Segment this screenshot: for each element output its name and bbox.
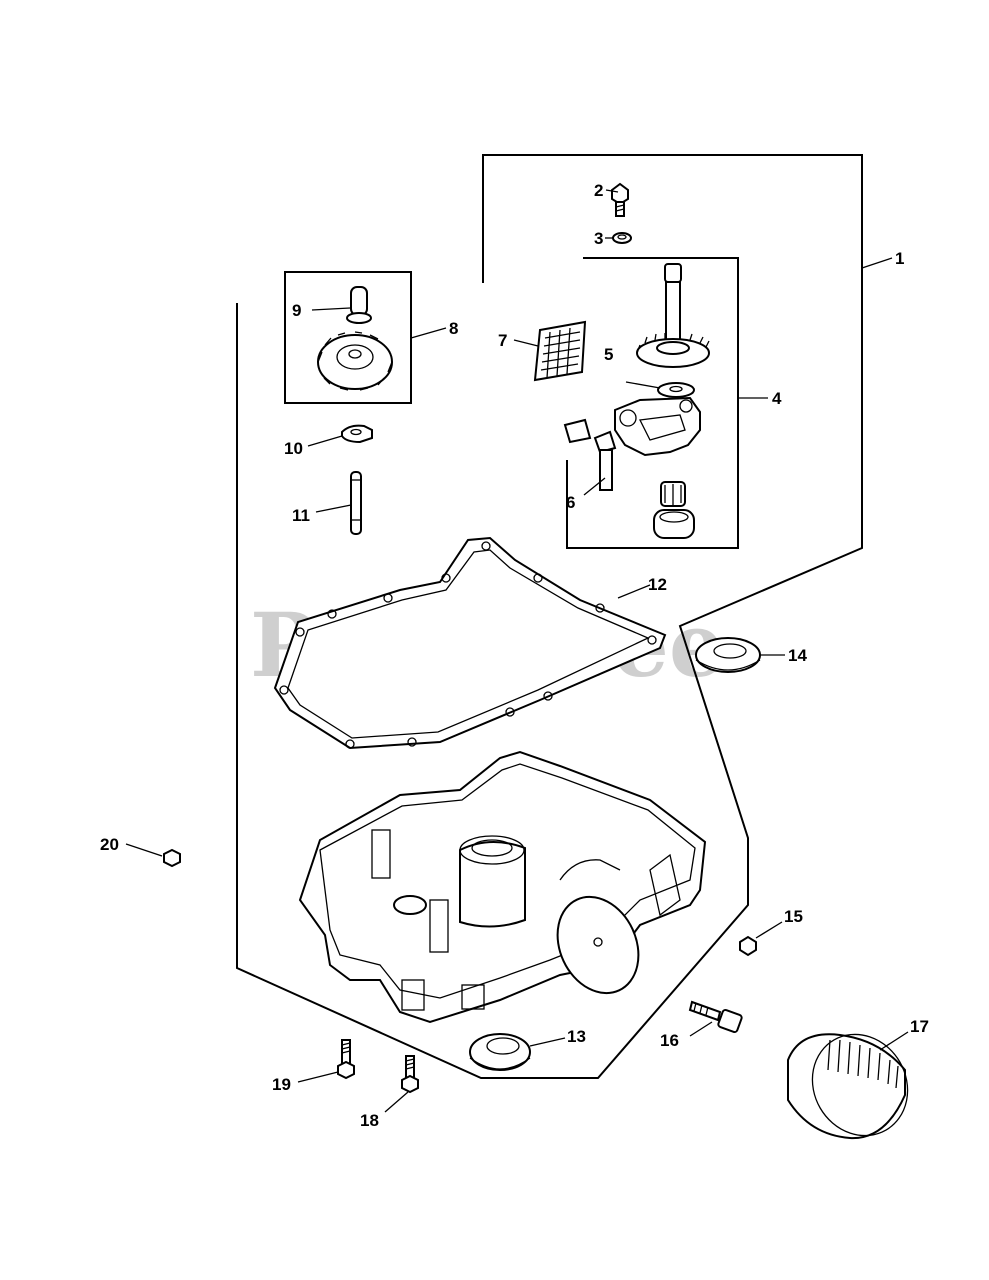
callout-2[interactable]: 2 <box>594 181 603 200</box>
part-20-plug[interactable] <box>163 848 181 868</box>
part-5-washer[interactable] <box>657 382 695 398</box>
callout-15[interactable]: 15 <box>784 907 803 926</box>
part-3-washer[interactable] <box>612 232 632 244</box>
part-5-shaft-gear[interactable] <box>636 263 710 368</box>
callout-14[interactable]: 14 <box>788 646 807 665</box>
callout-17[interactable]: 17 <box>910 1017 929 1036</box>
callout-9[interactable]: 9 <box>292 301 301 320</box>
callout-1[interactable]: 1 <box>895 249 904 268</box>
part-17-oil-filter[interactable] <box>787 1017 926 1153</box>
part-9-pin[interactable] <box>346 286 372 324</box>
part-16-stud[interactable] <box>688 1000 743 1034</box>
callout-20[interactable]: 20 <box>100 835 119 854</box>
part-7-screen[interactable] <box>533 320 587 382</box>
callout-4[interactable]: 4 <box>772 389 782 408</box>
part-12-gasket[interactable] <box>273 536 667 750</box>
part-13-seal[interactable] <box>469 1033 531 1071</box>
part-10-cam[interactable] <box>341 424 373 444</box>
part-8-governor-gear[interactable] <box>317 331 393 391</box>
callout-13[interactable]: 13 <box>567 1027 586 1046</box>
part-19-bolt[interactable] <box>337 1039 355 1080</box>
callout-5[interactable]: 5 <box>604 345 613 364</box>
callout-16[interactable]: 16 <box>660 1031 679 1050</box>
callout-19[interactable]: 19 <box>272 1075 291 1094</box>
part-4-pump-body[interactable] <box>563 396 701 491</box>
part-18-bolt[interactable] <box>401 1055 419 1094</box>
part-15-nut[interactable] <box>739 935 757 957</box>
group-boundary-1 <box>236 154 863 1079</box>
part-4-rotor-outer[interactable] <box>653 509 695 539</box>
callout-7[interactable]: 7 <box>498 331 507 350</box>
oil-sump-housing[interactable] <box>298 750 707 1024</box>
part-11-dowel[interactable] <box>350 471 362 535</box>
callout-6[interactable]: 6 <box>566 493 575 512</box>
callout-3[interactable]: 3 <box>594 229 603 248</box>
part-2-bolt[interactable] <box>611 182 629 217</box>
callout-8[interactable]: 8 <box>449 319 458 338</box>
group-box-4 <box>566 257 739 549</box>
callout-12[interactable]: 12 <box>648 575 667 594</box>
callout-10[interactable]: 10 <box>284 439 303 458</box>
callout-18[interactable]: 18 <box>360 1111 379 1130</box>
part-14-seal[interactable] <box>695 637 761 673</box>
part-4-rotor-inner[interactable] <box>660 481 686 507</box>
leader-lines <box>125 189 909 1113</box>
callout-11[interactable]: 11 <box>292 506 310 525</box>
